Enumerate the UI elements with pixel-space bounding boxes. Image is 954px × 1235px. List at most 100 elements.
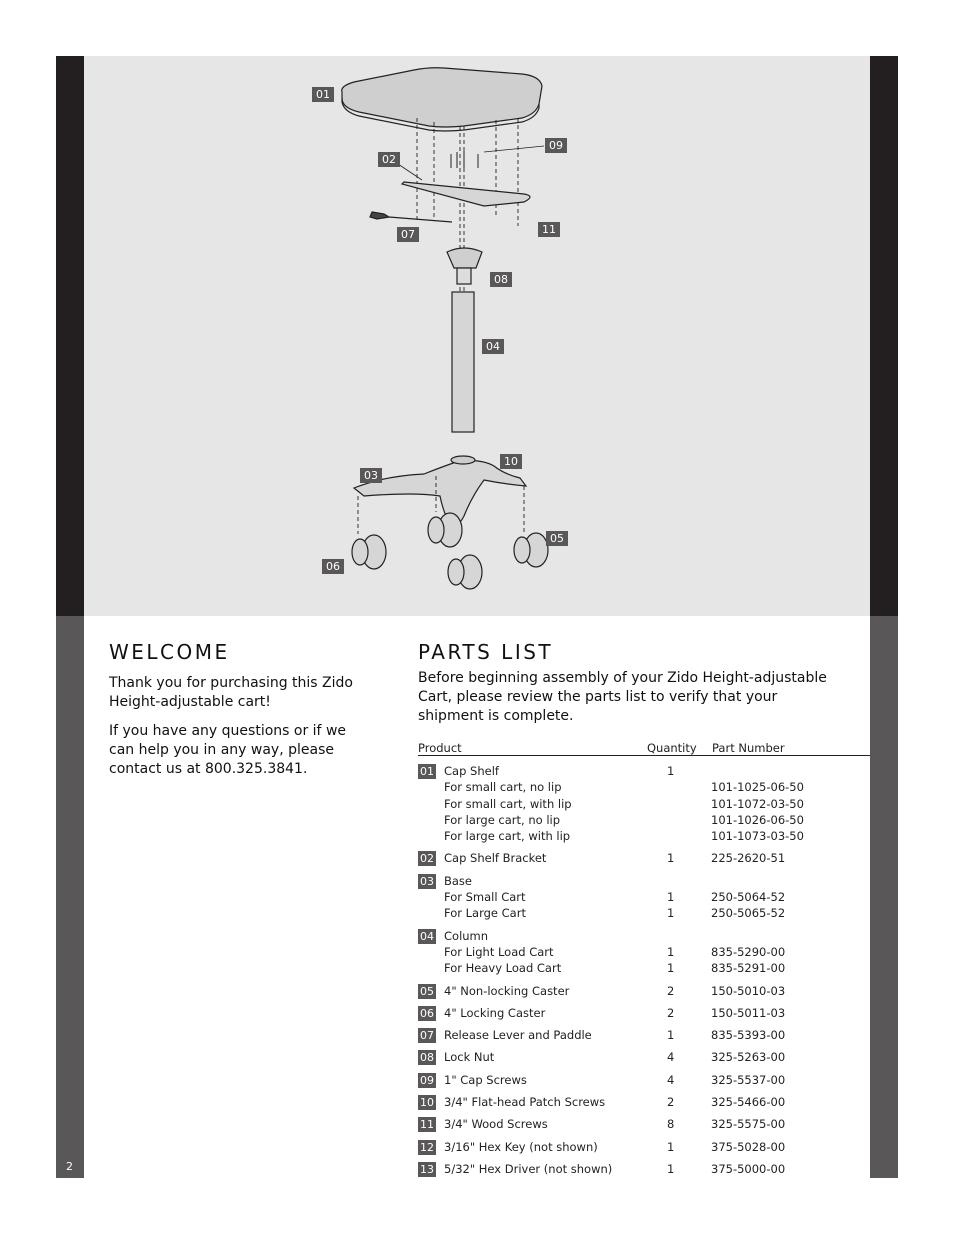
part-item: 12 3/16" Hex Key (not shown) 1 375-5028-00 — [418, 1139, 870, 1156]
variant-name: For large cart, no lip — [444, 812, 561, 827]
part-number-badge: 04 — [418, 928, 436, 944]
variant-name: For small cart, no lip — [444, 780, 562, 795]
part-number-badge: 12 — [418, 1139, 436, 1155]
part-row: 06 4" Locking Caster 2 150-5011-03 — [418, 1005, 870, 1022]
part-number-badge: 02 — [418, 851, 436, 867]
part-code: 375-5000-00 — [711, 1161, 786, 1176]
variant-part-code: 101-1026-06-50 — [711, 812, 804, 827]
part-name: 3/16" Hex Key (not shown) — [444, 1139, 598, 1154]
part-name: 5/32" Hex Driver (not shown) — [444, 1161, 613, 1176]
part-item: 11 3/4" Wood Screws 8 325-5575-00 — [418, 1117, 870, 1133]
part-row: 08 Lock Nut 4 325-5263-00 — [418, 1050, 870, 1066]
part-code: 325-5575-00 — [711, 1117, 786, 1132]
column-part-number: Part Number — [712, 741, 785, 755]
assembly-diagram: 01 02 09 07 11 08 04 10 03 05 06 — [84, 56, 870, 616]
part-quantity: 4 — [667, 1072, 675, 1087]
part-variant-row: For Heavy Load Cart 1 835-5291-00 — [418, 961, 870, 977]
variant-quantity: 1 — [667, 961, 675, 976]
part-number-badge: 11 — [418, 1117, 436, 1133]
variant-name: For Small Cart — [444, 890, 526, 905]
variant-part-code: 101-1025-06-50 — [711, 780, 804, 795]
part-item: 08 Lock Nut 4 325-5263-00 — [418, 1050, 870, 1066]
variant-part-code: 835-5290-00 — [711, 944, 786, 959]
part-quantity: 4 — [667, 1050, 675, 1065]
part-row: 11 3/4" Wood Screws 8 325-5575-00 — [418, 1117, 870, 1133]
part-code: 325-5263-00 — [711, 1050, 786, 1065]
part-number-badge: 08 — [418, 1050, 436, 1066]
part-code: 375-5028-00 — [711, 1139, 786, 1154]
part-code: 225-2620-51 — [711, 851, 786, 866]
part-name: 1" Cap Screws — [444, 1072, 527, 1087]
part-row: 13 5/32" Hex Driver (not shown) 1 375-5000-… — [418, 1161, 870, 1178]
part-row: 04 Column — [418, 928, 870, 945]
page-number: 2 — [66, 1160, 73, 1173]
parts-list-intro: Before beginning assembly of your Zido H… — [418, 670, 827, 724]
part-name: Lock Nut — [444, 1050, 495, 1065]
collar-shape — [446, 247, 483, 269]
callout-02: 02 — [378, 152, 400, 167]
part-name: 4" Non-locking Caster — [444, 983, 570, 998]
variant-part-code: 250-5064-52 — [711, 890, 786, 905]
part-row: 12 3/16" Hex Key (not shown) 1 375-5028-00 — [418, 1139, 870, 1156]
variant-part-code: 250-5065-52 — [711, 906, 786, 921]
variant-name: For large cart, with lip — [444, 829, 571, 844]
part-quantity: 2 — [667, 1005, 675, 1020]
part-code: 325-5537-00 — [711, 1072, 786, 1087]
base-shape — [352, 459, 528, 527]
part-number-badge: 13 — [418, 1161, 436, 1177]
part-number-badge: 05 — [418, 983, 436, 999]
callout-01: 01 — [312, 87, 334, 102]
part-quantity: 1 — [667, 1139, 675, 1154]
part-quantity: 1 — [667, 1161, 675, 1176]
parts-list-heading: PARTS LIST — [418, 640, 554, 664]
part-number-badge: 07 — [418, 1028, 436, 1044]
lever-shape — [369, 211, 391, 220]
callout-06: 06 — [322, 559, 344, 574]
part-variant-row: For large cart, no lip 101-1026-06-50 — [418, 813, 870, 829]
part-name: 3/4" Wood Screws — [444, 1117, 548, 1132]
callout-09: 09 — [545, 138, 567, 153]
variant-name: For Light Load Cart — [444, 944, 554, 959]
part-number-badge: 03 — [418, 873, 436, 889]
part-quantity: 8 — [667, 1117, 675, 1132]
part-variant-row: For small cart, no lip 101-1025-06-50 — [418, 780, 870, 796]
variant-name: For Large Cart — [444, 906, 526, 921]
callout-05: 05 — [546, 531, 568, 546]
part-name: Cap Shelf — [444, 764, 499, 778]
parts-table-header: Product Quantity Part Number — [418, 741, 870, 756]
right-margin-bar — [870, 56, 898, 1178]
variant-part-code: 835-5291-00 — [711, 961, 786, 976]
part-number-badge: 10 — [418, 1095, 436, 1111]
variant-quantity: 1 — [667, 906, 675, 921]
part-name: 4" Locking Caster — [444, 1005, 546, 1020]
variant-part-code: 101-1072-03-50 — [711, 796, 804, 811]
callout-03: 03 — [360, 468, 382, 483]
part-code: 150-5010-03 — [711, 983, 786, 998]
part-code: 835-5393-00 — [711, 1028, 786, 1043]
part-code: 150-5011-03 — [711, 1005, 786, 1020]
callout-08: 08 — [490, 272, 512, 287]
part-number-badge: 01 — [418, 764, 436, 779]
welcome-text: Thank you for purchasing this Zido Heigh… — [109, 675, 353, 710]
variant-name: For Heavy Load Cart — [444, 961, 562, 976]
callout-10: 10 — [500, 454, 522, 469]
part-name: Cap Shelf Bracket — [444, 851, 547, 866]
part-code: 325-5466-00 — [711, 1095, 786, 1110]
part-name: Column — [444, 928, 489, 943]
column-shape — [451, 291, 475, 433]
part-number-badge: 06 — [418, 1005, 436, 1021]
parts-table-body: 01 Cap Shelf 1 For small cart, no lip 101-10… — [418, 764, 870, 1178]
part-quantity: 1 — [667, 1028, 675, 1043]
